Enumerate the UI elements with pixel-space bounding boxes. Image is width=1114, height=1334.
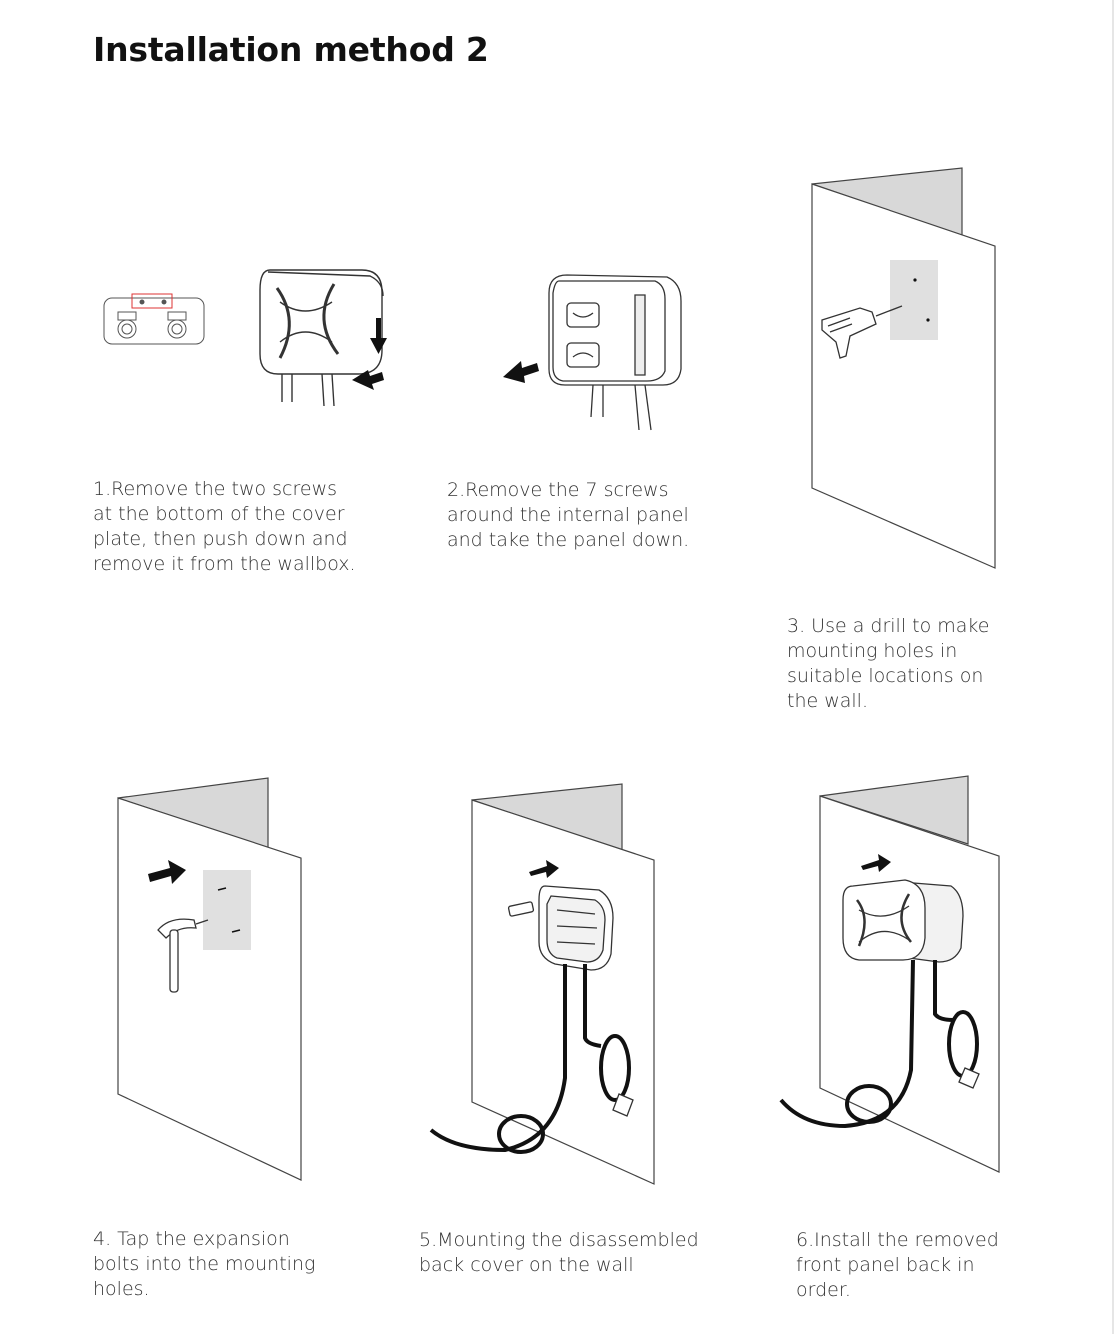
hammer-icon — [157, 918, 209, 993]
step-4-caption: 4. Tap the expansion bolts into the moun… — [93, 1228, 316, 1300]
step-6-caption: 6.Install the removed front panel back i… — [796, 1229, 999, 1301]
cable — [429, 964, 631, 1154]
step-4-illustration — [108, 770, 318, 1190]
arrow-icon — [148, 860, 186, 884]
wall — [819, 775, 1000, 1173]
step-3-illustration — [800, 160, 1010, 580]
charger-plug-icon — [612, 1093, 634, 1117]
wall — [117, 777, 302, 1181]
wall — [811, 167, 996, 569]
arrow-icon — [503, 361, 539, 383]
step-1-caption: 1.Remove the two screws at the bottom of… — [93, 478, 356, 575]
step-2-illustration — [495, 265, 695, 435]
arrow-icon — [352, 318, 387, 390]
step-6-illustration — [775, 770, 1015, 1180]
drill-icon — [821, 305, 903, 359]
back-cover — [507, 885, 614, 971]
charger-plug-icon — [958, 1067, 980, 1089]
arrow-icon — [861, 854, 891, 872]
step-1-illustration — [100, 262, 400, 412]
wallbox-front — [259, 269, 384, 407]
cover-plate-bottom-view — [103, 293, 205, 345]
step-3-caption: 3. Use a drill to make mounting holes in… — [787, 615, 990, 712]
page-edge — [1112, 0, 1114, 1334]
arrow-icon — [529, 860, 559, 878]
mounting-area — [890, 260, 938, 340]
front-panel — [842, 879, 926, 961]
step-5-illustration — [425, 778, 665, 1188]
mounting-area — [203, 870, 251, 950]
step-5-caption: 5.Mounting the disassembled back cover o… — [419, 1229, 699, 1276]
step-2-caption: 2.Remove the 7 screws around the interna… — [447, 479, 690, 551]
page-title: Installation method 2 — [93, 30, 489, 69]
